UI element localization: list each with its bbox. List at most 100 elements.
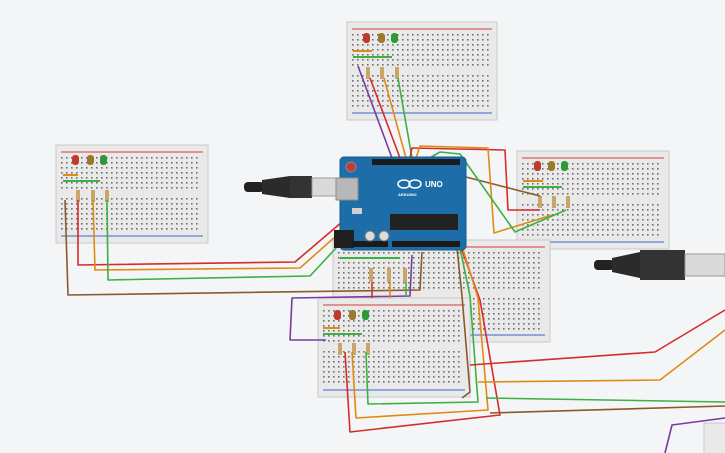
breadboard-right[interactable] <box>516 150 670 250</box>
breadboard-hole <box>387 80 389 82</box>
breadboard-hole <box>353 340 355 342</box>
breadboard-hole <box>482 59 484 61</box>
breadboard-hole <box>352 54 354 56</box>
breadboard-hole <box>602 219 604 221</box>
breadboard-hole <box>368 272 370 274</box>
breadboard-hole <box>106 177 108 179</box>
breadboard-hole <box>617 234 619 236</box>
breadboard-hole <box>377 39 379 41</box>
breadboard-hole <box>96 157 98 159</box>
breadboard-hole <box>527 188 529 190</box>
breadboard-hole <box>388 287 390 289</box>
center-resistors[interactable] <box>340 257 407 282</box>
breadboard-hole <box>513 282 515 284</box>
breadboard-hole <box>126 218 128 220</box>
breadboard-hole <box>413 252 415 254</box>
traffic-light-left[interactable] <box>63 155 109 202</box>
breadboard-corner-partial[interactable] <box>703 422 725 453</box>
breadboard-hole <box>338 335 340 337</box>
breadboard-hole <box>447 54 449 56</box>
usb-cable-right[interactable] <box>594 250 725 280</box>
breadboard-hole <box>518 328 520 330</box>
breadboard-hole <box>423 325 425 327</box>
breadboard-hole <box>438 356 440 358</box>
breadboard-hole <box>408 376 410 378</box>
breadboard-hole <box>448 320 450 322</box>
breadboard-hole <box>433 335 435 337</box>
breadboard-hole <box>537 234 539 236</box>
breadboard-hole <box>617 168 619 170</box>
breadboard-hole <box>423 272 425 274</box>
breadboard-hole <box>413 340 415 342</box>
breadboard-hole <box>76 177 78 179</box>
led-green <box>391 33 398 43</box>
breadboard-hole <box>453 287 455 289</box>
breadboard-hole <box>372 75 374 77</box>
breadboard-hole <box>422 90 424 92</box>
led-red <box>363 33 370 43</box>
breadboard-hole <box>632 168 634 170</box>
breadboard-hole <box>393 366 395 368</box>
breadboard-hole <box>552 224 554 226</box>
breadboard-hole <box>522 168 524 170</box>
breadboard-hole <box>523 252 525 254</box>
breadboard-hole <box>437 90 439 92</box>
breadboard-hole <box>452 49 454 51</box>
breadboard-hole <box>191 157 193 159</box>
breadboard-hole <box>627 224 629 226</box>
breadboard-hole <box>538 272 540 274</box>
breadboard-hole <box>417 85 419 87</box>
breadboard-hole <box>323 335 325 337</box>
breadboard-hole <box>412 64 414 66</box>
breadboard-hole <box>503 277 505 279</box>
wire-orange <box>415 145 553 234</box>
breadboard-hole <box>196 187 198 189</box>
traffic-light-bottom[interactable] <box>323 310 370 355</box>
arduino-logo-text: ARDUINO <box>398 192 417 197</box>
breadboard-hole <box>121 198 123 200</box>
breadboard-hole <box>422 80 424 82</box>
breadboard-hole <box>538 262 540 264</box>
breadboard-hole <box>403 315 405 317</box>
wire-green <box>397 77 413 159</box>
breadboard-hole <box>498 308 500 310</box>
breadboard-hole <box>402 95 404 97</box>
breadboard-hole <box>493 298 495 300</box>
breadboard-left[interactable] <box>55 144 209 244</box>
breadboard-hole <box>382 95 384 97</box>
breadboard-hole <box>407 44 409 46</box>
breadboard-hole <box>438 272 440 274</box>
breadboard-hole <box>533 272 535 274</box>
breadboard-hole <box>542 188 544 190</box>
breadboard-hole <box>423 381 425 383</box>
breadboard-hole <box>373 340 375 342</box>
breadboard-hole <box>582 183 584 185</box>
breadboard-hole <box>627 163 629 165</box>
breadboard-hole <box>462 54 464 56</box>
breadboard-hole <box>176 213 178 215</box>
breadboard-hole <box>532 163 534 165</box>
traffic-light-top[interactable] <box>353 33 399 79</box>
breadboard-hole <box>473 318 475 320</box>
breadboard-hole <box>408 282 410 284</box>
breadboard-hole <box>442 64 444 66</box>
breadboard-hole <box>368 340 370 342</box>
breadboard-hole <box>433 325 435 327</box>
breadboard-hole <box>383 315 385 317</box>
breadboard-hole <box>151 228 153 230</box>
traffic-light-right[interactable] <box>523 161 570 208</box>
breadboard-hole <box>442 54 444 56</box>
breadboard-hole <box>403 267 405 269</box>
breadboard-hole <box>171 208 173 210</box>
breadboard-hole <box>96 228 98 230</box>
arduino-uno-board[interactable]: ARDUINO UNO <box>334 156 467 251</box>
usb-cable-left[interactable] <box>244 176 343 198</box>
breadboard-hole <box>402 59 404 61</box>
breadboard-hole <box>161 203 163 205</box>
breadboard-hole <box>387 105 389 107</box>
breadboard-hole <box>111 218 113 220</box>
breadboard-hole <box>508 318 510 320</box>
breadboard-hole <box>652 224 654 226</box>
breadboard-bottom[interactable] <box>317 297 471 398</box>
